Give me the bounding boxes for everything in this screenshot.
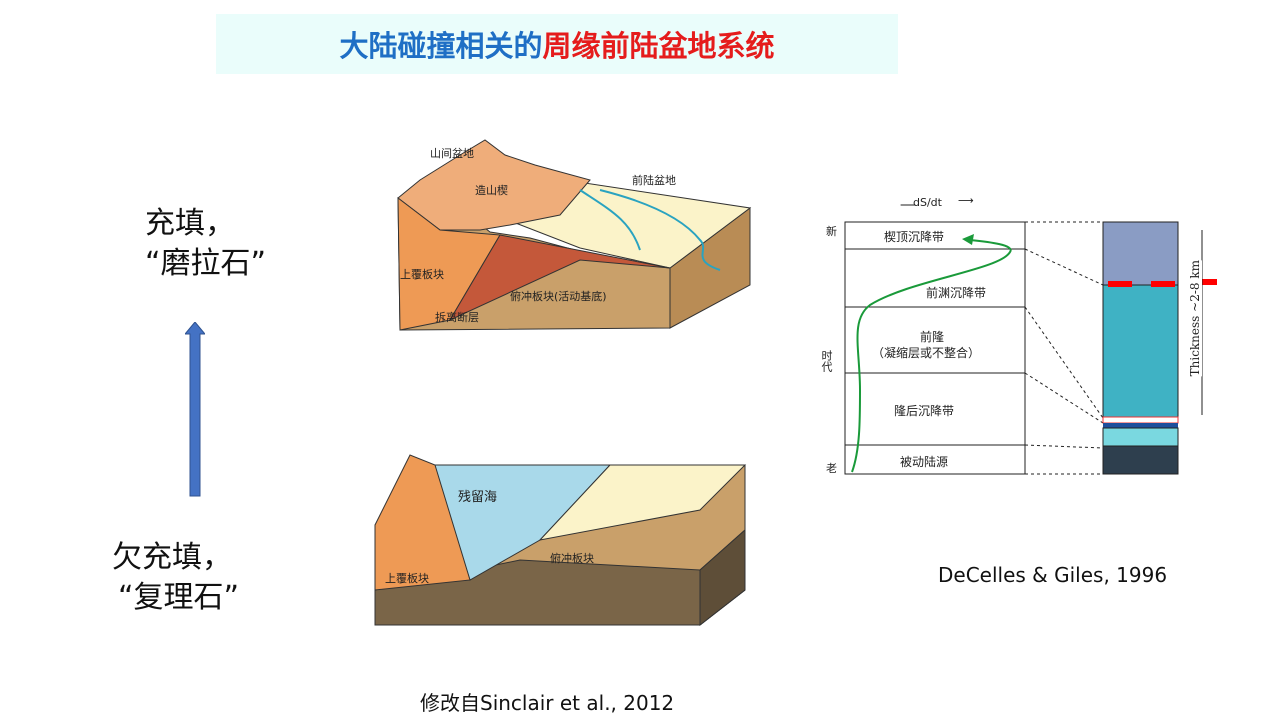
underfilled-line2: “复理石” xyxy=(118,580,240,615)
thickness-label: Thickness ~2-8 km xyxy=(1188,260,1202,377)
label-overriding-plate: 上覆板块 xyxy=(400,268,444,281)
label-old: 老 xyxy=(826,462,837,475)
underfilled-line1: 欠充填， xyxy=(112,540,232,575)
arrow-right-icon: ⟶ xyxy=(958,194,974,207)
title-part-blue: 大陆碰撞相关的 xyxy=(339,29,543,63)
upper-block-diagram: 山间盆地 造山楔 前陆盆地 上覆板块 俯冲板块(活动基底) 拆离断层 xyxy=(380,120,760,340)
zone-forebulge: 前隆 xyxy=(920,330,945,344)
filled-line2: “磨拉石” xyxy=(145,246,267,281)
label-subducting-plate-lower: 俯冲板块 xyxy=(550,552,594,565)
zone-passive-margin: 被动陆源 xyxy=(900,455,949,469)
slide-title: 大陆碰撞相关的周缘前陆盆地系统 xyxy=(216,14,898,74)
label-new: 新 xyxy=(826,225,837,238)
zone-forebulge-note: （凝缩层或不整合） xyxy=(872,346,981,360)
label-overriding-plate-lower: 上覆板块 xyxy=(385,572,429,585)
title-part-red: 周缘前陆盆地系统 xyxy=(542,29,775,63)
underfilled-label: 欠充填， “复理石” xyxy=(112,538,239,618)
zone-wedge-top: 楔顶沉降带 xyxy=(884,230,945,244)
up-arrow-icon xyxy=(183,321,207,501)
stratigraphic-diagram: dS/dt ⟶ 新 老 时代 楔顶沉降带 前渊沉降带 前隆 （凝缩层或不整合） … xyxy=(810,190,1230,480)
filled-line1: 充填， xyxy=(145,206,235,241)
label-foreland-basin: 前陆盆地 xyxy=(632,174,676,187)
label-detachment: 拆离断层 xyxy=(435,311,479,324)
label-remnant-sea: 残留海 xyxy=(458,490,498,505)
axis-side-label: 时代 xyxy=(820,350,833,372)
filled-label: 充填， “磨拉石” xyxy=(145,204,266,284)
label-intermontane-basin: 山间盆地 xyxy=(430,147,474,160)
label-subducting-plate: 俯冲板块(活动基底) xyxy=(510,290,607,303)
lower-block-diagram: 残留海 上覆板块 俯冲板块 xyxy=(370,430,750,630)
label-orogenic-wedge: 造山楔 xyxy=(475,184,508,197)
zone-backbulge: 隆后沉降带 xyxy=(894,404,955,418)
axis-top-label: dS/dt xyxy=(913,196,942,209)
citation-bottom: 修改自Sinclair et al., 2012 xyxy=(420,691,675,715)
citation-right: DeCelles & Giles, 1996 xyxy=(938,563,1168,587)
zone-foredeep: 前渊沉降带 xyxy=(926,286,987,300)
